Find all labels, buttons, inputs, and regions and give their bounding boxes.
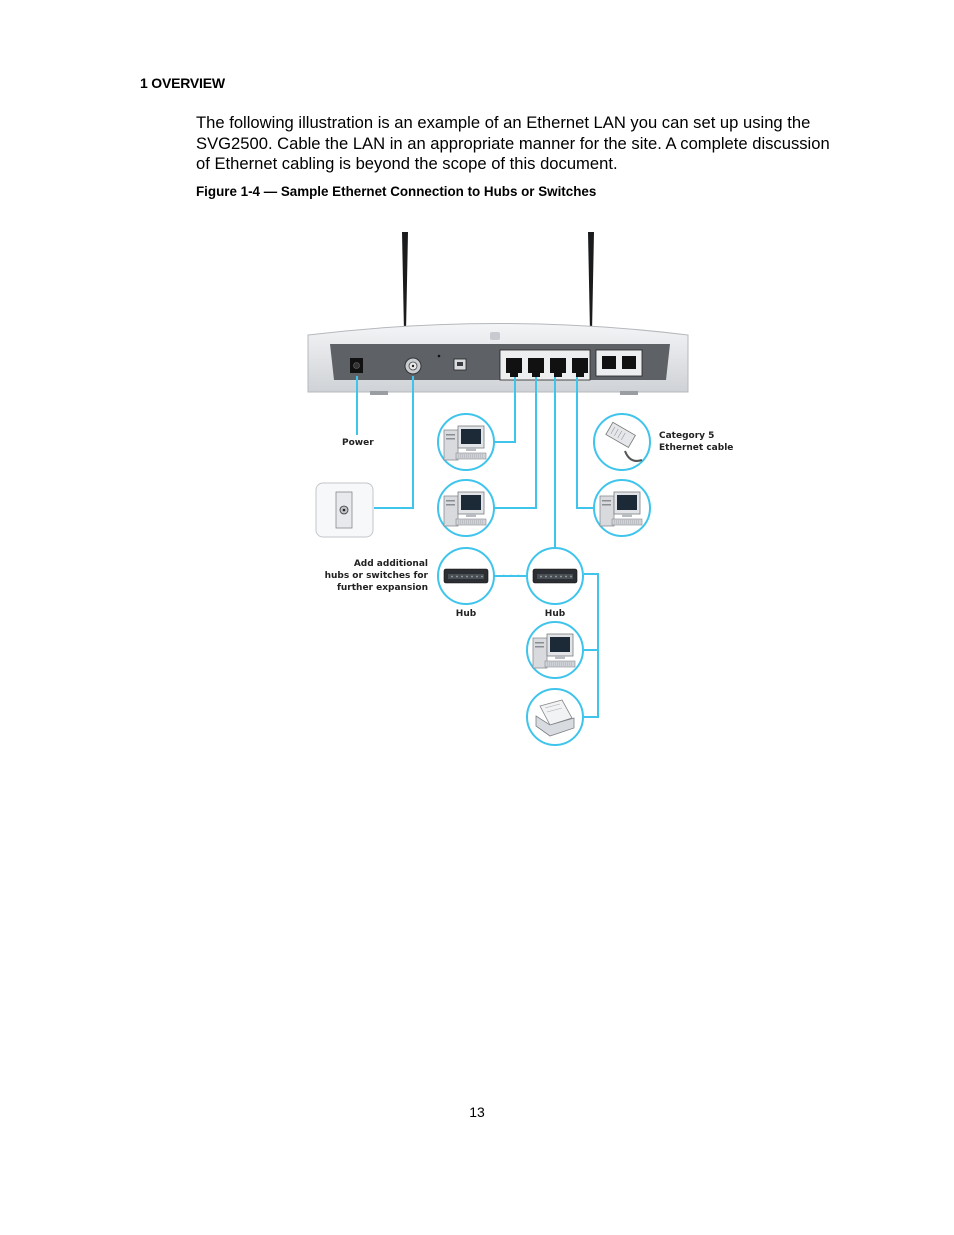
- router: [307, 323, 689, 395]
- phone-jack-1: [602, 356, 616, 369]
- coax-cable: [374, 376, 414, 509]
- intro-paragraph: The following illustration is an example…: [196, 113, 846, 175]
- ethernet-diagram-svg: Power: [307, 232, 733, 746]
- cable-label-line1: Category 5: [659, 431, 714, 441]
- hub-left-label: Hub: [456, 609, 477, 619]
- expansion-label-line3: further expansion: [337, 583, 428, 593]
- section-heading: 1 OVERVIEW: [140, 75, 225, 91]
- printer-icon: [526, 688, 584, 746]
- ethernet-cables: [356, 376, 599, 718]
- phone-jack-2: [622, 356, 636, 369]
- expansion-label-line2: hubs or switches for: [325, 571, 429, 581]
- expansion-label-line1: Add additional: [354, 559, 428, 569]
- ethernet-ports: [506, 358, 588, 377]
- computer-1: [437, 413, 495, 471]
- computer-4: [526, 621, 584, 679]
- page-number: 13: [469, 1104, 485, 1120]
- wall-outlet: [315, 482, 374, 538]
- hub-right: [526, 547, 584, 605]
- cat5-cable-icon: [593, 413, 651, 471]
- power-label: Power: [342, 438, 374, 448]
- computer-3: [593, 479, 651, 537]
- computer-2: [437, 479, 495, 537]
- hub-right-label: Hub: [545, 609, 566, 619]
- intro-text: The following illustration is an example…: [196, 113, 830, 173]
- ethernet-diagram: Power: [300, 220, 760, 760]
- hub-left: [437, 547, 495, 605]
- figure-caption: Figure 1-4 — Sample Ethernet Connection …: [196, 184, 597, 199]
- right-antenna: [588, 232, 594, 332]
- hub-ellipsis: • • •: [501, 572, 520, 581]
- cable-label-line2: Ethernet cable: [659, 443, 733, 453]
- left-antenna: [402, 232, 408, 332]
